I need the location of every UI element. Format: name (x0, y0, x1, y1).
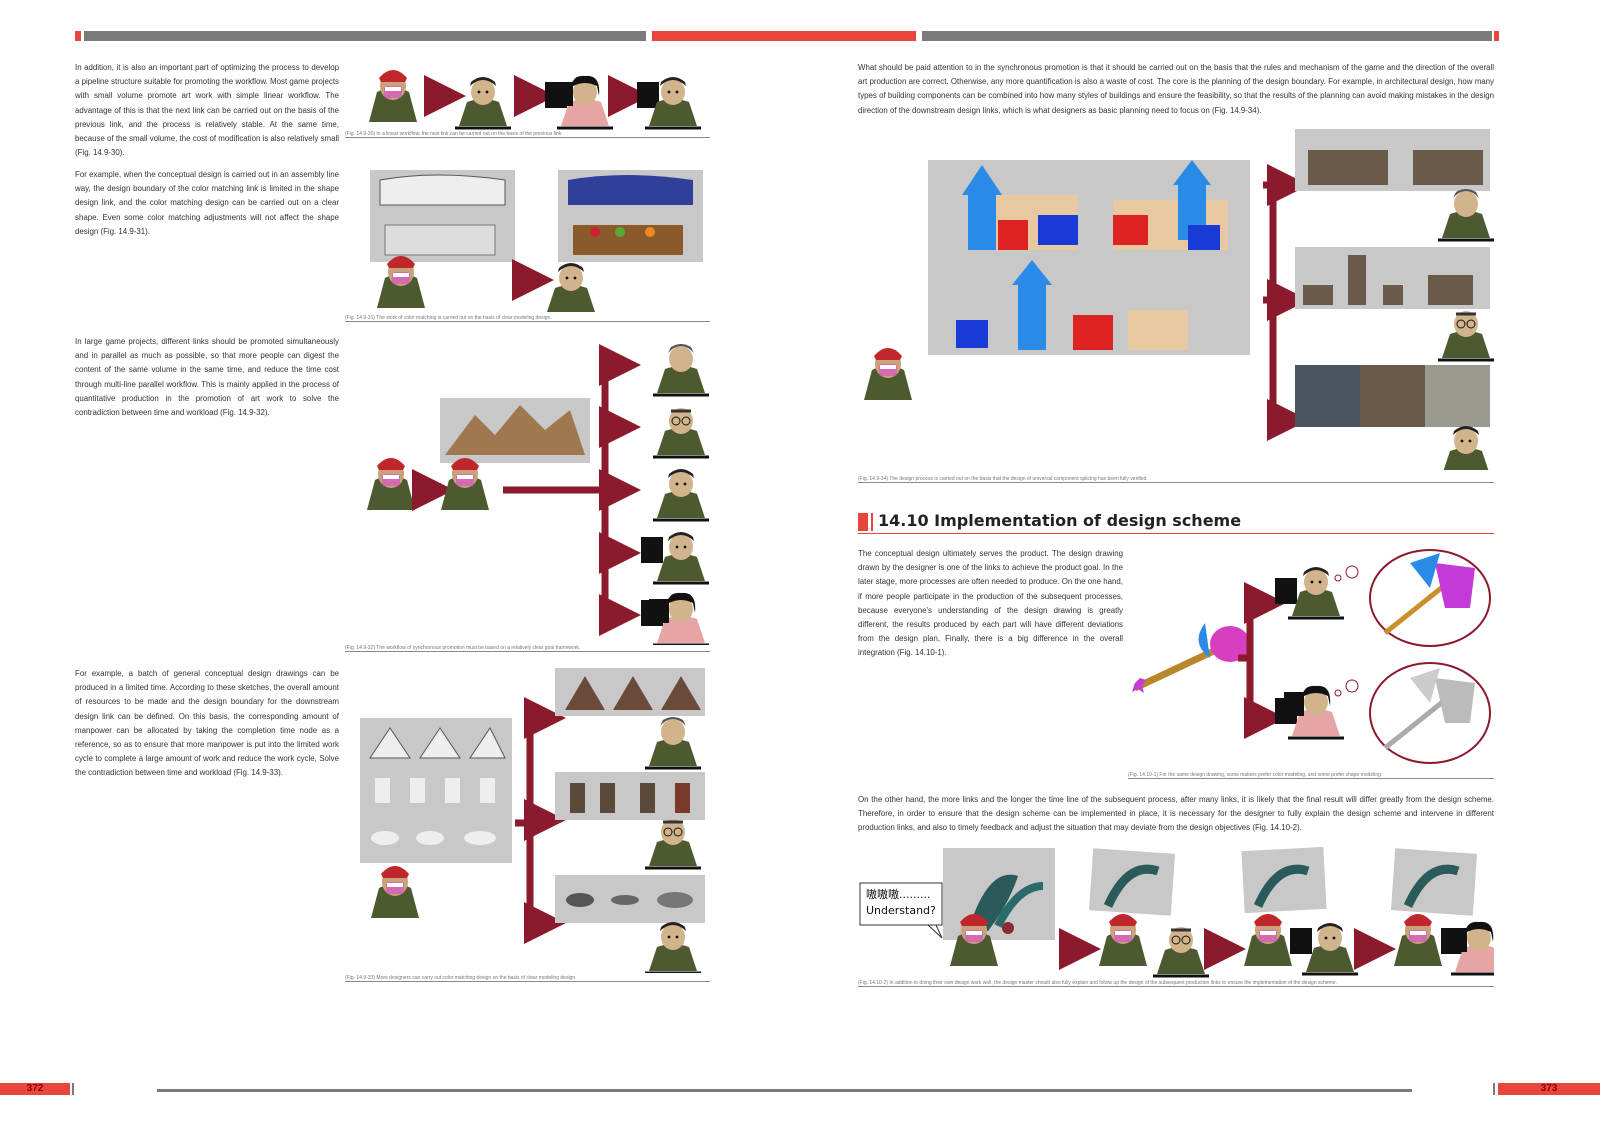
caption-31: (Fig. 14.9-31) The work of color matchin… (345, 315, 552, 321)
caption-32: (Fig. 14.9-32) The workflow of synchrono… (345, 645, 581, 651)
header-bar (922, 31, 1492, 41)
speech-line-1: 嗷嗷嗷......... (866, 888, 931, 901)
footer-bar (800, 1089, 1412, 1092)
figure-14-10-2 (859, 846, 1494, 978)
caption-rule (858, 482, 1494, 483)
caption-30: (Fig. 14.9-30) In a linear workflow, the… (345, 131, 563, 137)
figure-14-9-34 (864, 129, 1494, 470)
figure-14-9-30 (369, 70, 703, 130)
paragraph-10-1: The conceptual design ultimately serves … (858, 549, 1123, 658)
page-number: 372 (0, 1083, 70, 1095)
caption-10-2: (Fig. 14.10-2) In addition to doing thei… (858, 980, 1337, 986)
caption-rule (345, 321, 710, 322)
header-accent (1494, 31, 1499, 41)
header-bar-red (800, 31, 916, 41)
heading-rule (858, 533, 1494, 534)
caption-33: (Fig. 14.9-33) More designers can carry … (345, 975, 577, 981)
figure-14-9-32 (367, 342, 710, 645)
caption-10-1: (Fig. 14.10-1) For the same design drawi… (1128, 772, 1383, 778)
heading-marker (858, 513, 868, 531)
header-bar-red (652, 31, 800, 41)
speech-bubble-text: 嗷嗷嗷......... Understand? (866, 887, 936, 919)
page-number: 373 (1498, 1083, 1600, 1095)
left-page: In addition, it is also an important par… (0, 31, 800, 1095)
caption-rule (858, 986, 1494, 987)
paragraph-10-2: On the other hand, the more links and th… (858, 795, 1494, 833)
right-page: What should be paid attention to in the … (800, 0, 1600, 1131)
caption-rule (345, 651, 710, 652)
section-heading: 14.10 Implementation of design scheme (878, 511, 1242, 530)
paragraph-33: For example, a batch of general conceptu… (75, 669, 339, 778)
caption-34: (Fig. 14.9-34) The design process is car… (858, 476, 1148, 482)
intro-paragraph: What should be paid attention to in the … (858, 63, 1494, 115)
caption-rule (345, 137, 710, 138)
paragraph-32: In large game projects, different links … (75, 337, 339, 418)
paragraph-30: In addition, it is also an important par… (75, 63, 339, 158)
header-accent (75, 31, 81, 41)
heading-marker-thin (871, 513, 873, 531)
speech-line-2: Understand? (866, 904, 936, 917)
header-bar (84, 31, 646, 41)
figure-14-10-1 (1132, 549, 1491, 764)
paragraph-31: For example, when the conceptual design … (75, 170, 339, 236)
footer-tick (1493, 1083, 1495, 1095)
figure-14-9-33 (360, 668, 705, 973)
footer-bar (157, 1089, 800, 1092)
caption-rule (1128, 778, 1494, 779)
footer-tick (72, 1083, 74, 1095)
caption-rule (345, 981, 710, 982)
figure-14-9-31 (370, 170, 703, 312)
